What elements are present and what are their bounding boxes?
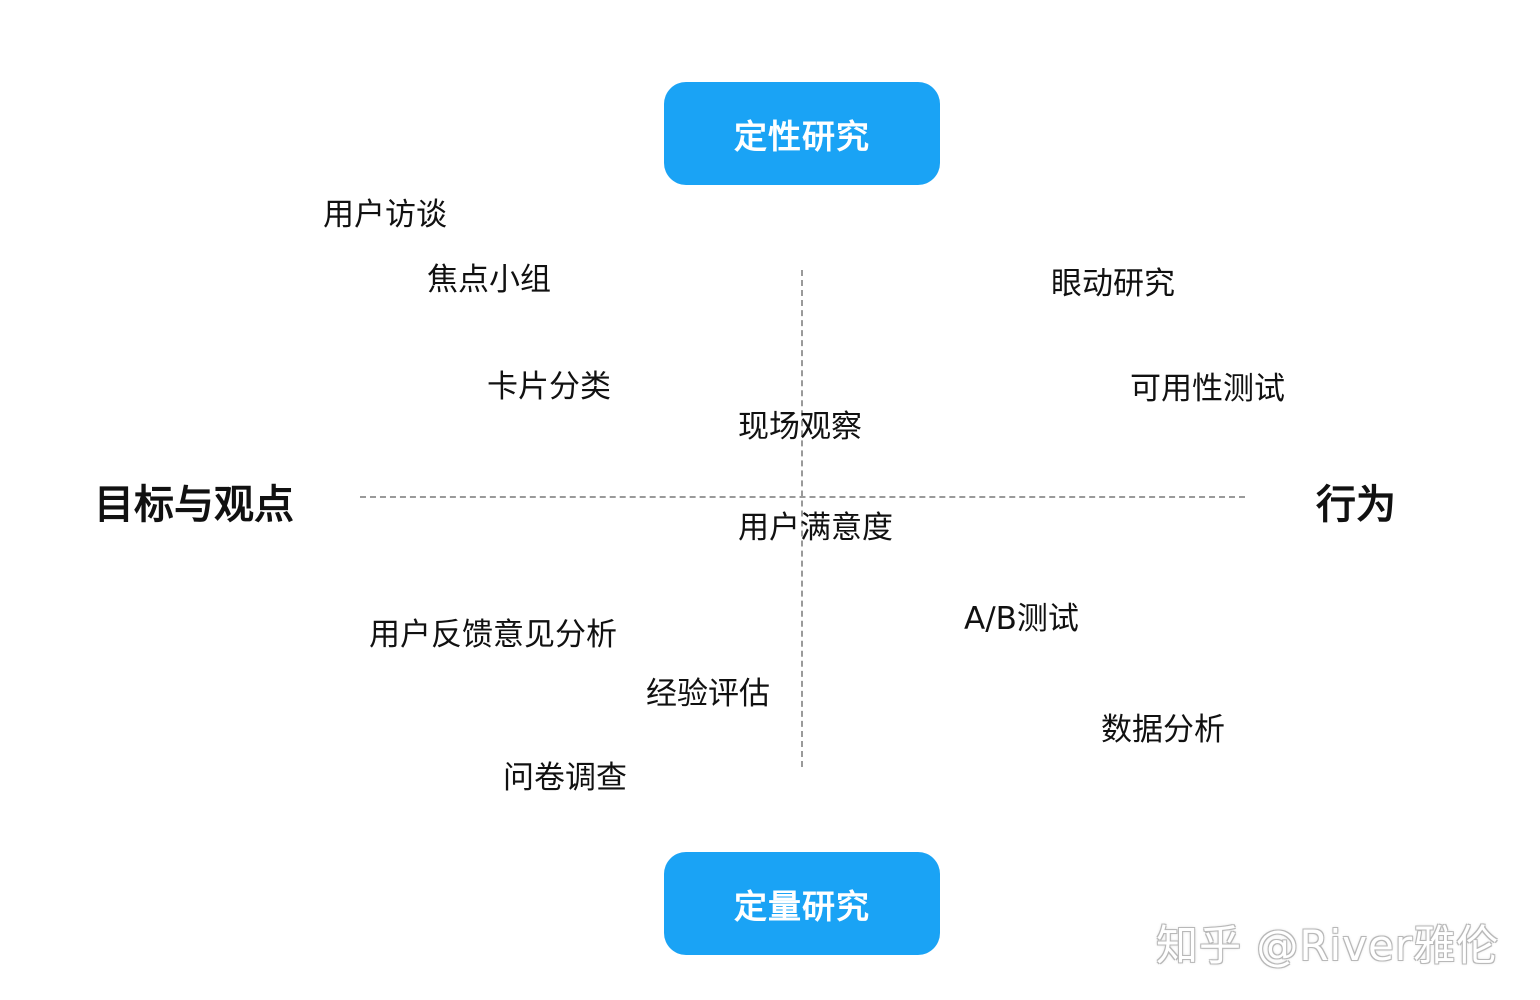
method-field-observation: 现场观察 (738, 409, 862, 445)
quantitative-research-box: 定量研究 (664, 852, 940, 955)
vertical-axis-line (801, 270, 803, 767)
method-eye-tracking: 眼动研究 (1051, 266, 1175, 302)
qualitative-research-box: 定性研究 (664, 82, 940, 185)
qualitative-research-label: 定性研究 (734, 116, 870, 156)
zhihu-watermark: 知乎 @River雅伦 (1156, 921, 1500, 970)
quantitative-research-label: 定量研究 (734, 886, 870, 926)
method-user-feedback-analysis: 用户反馈意见分析 (369, 617, 617, 653)
method-usability-testing: 可用性测试 (1130, 371, 1285, 407)
method-questionnaire: 问卷调查 (503, 760, 627, 796)
method-ab-testing: A/B测试 (964, 601, 1079, 637)
method-data-analysis: 数据分析 (1101, 712, 1225, 748)
attitudinal-axis-label: 目标与观点 (94, 482, 294, 528)
method-focus-group: 焦点小组 (427, 262, 551, 298)
method-card-sorting: 卡片分类 (487, 369, 611, 405)
method-expert-review: 经验评估 (646, 676, 770, 712)
method-user-interview: 用户访谈 (323, 197, 447, 233)
method-user-satisfaction: 用户满意度 (738, 510, 893, 546)
behavioral-axis-label: 行为 (1316, 482, 1396, 528)
